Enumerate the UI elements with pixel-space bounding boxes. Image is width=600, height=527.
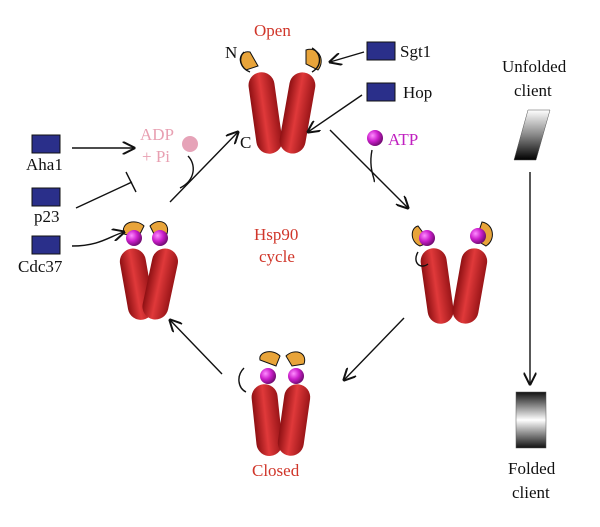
cycle-title-line1: Hsp90 [254, 225, 298, 244]
arrow-hop [308, 94, 363, 132]
n-terminal-label: N [225, 43, 237, 62]
atp-sphere [126, 230, 142, 246]
folded-client-line1: Folded [508, 459, 556, 478]
adp-release-curve [179, 155, 194, 189]
hsp90-closed-dimer [238, 351, 311, 456]
cycle-title-line2: cycle [259, 247, 295, 266]
open-right-cap [305, 48, 322, 71]
arrow-cdc37 [71, 232, 124, 247]
atp-entry-curve [370, 149, 376, 183]
open-right-helix [279, 72, 316, 154]
sgt1-label: Sgt1 [400, 42, 431, 61]
adp-sphere [182, 136, 198, 152]
cdc37-label: Cdc37 [18, 257, 63, 276]
p23-label: p23 [34, 207, 60, 226]
open-left-helix [248, 72, 283, 154]
arrow-left-to-open [169, 132, 238, 203]
sgt1-box [366, 41, 396, 61]
open-label: Open [254, 21, 291, 40]
arrow-sgt1 [330, 51, 365, 62]
atp-sphere [470, 228, 486, 244]
arrow-closed-to-left [170, 320, 223, 375]
hop-box [366, 82, 396, 102]
adp-label-line2: + Pi [142, 147, 170, 166]
unfolded-client-line2: client [514, 81, 552, 100]
atp-sphere [419, 230, 435, 246]
aha1-label: Aha1 [26, 155, 63, 174]
cdc37-box [31, 235, 61, 255]
atp-free-sphere [367, 130, 383, 146]
aha1-box [31, 134, 61, 154]
folded-client-line2: client [512, 483, 550, 502]
inhibit-p23-bar [125, 171, 137, 193]
closed-label: Closed [252, 461, 300, 480]
atp-sphere [288, 368, 304, 384]
p23-box [31, 187, 61, 207]
atp-label: ATP [388, 130, 418, 149]
folded-client-shape [515, 391, 547, 449]
unfolded-client-line1: Unfolded [502, 57, 567, 76]
atp-sphere [260, 368, 276, 384]
atp-sphere [152, 230, 168, 246]
hsp90-atp-bound-dimer [411, 221, 493, 324]
hsp90-adp-dimer [119, 221, 178, 320]
arrow-right-to-closed [344, 317, 405, 380]
hsp90-open-dimer [239, 47, 322, 154]
adp-label-line1: ADP [140, 125, 174, 144]
unfolded-client-shape [513, 109, 551, 161]
hop-label: Hop [403, 83, 432, 102]
inhibit-p23 [75, 181, 133, 209]
arrow-open-to-right [329, 129, 408, 208]
c-terminal-label: C [240, 133, 251, 152]
